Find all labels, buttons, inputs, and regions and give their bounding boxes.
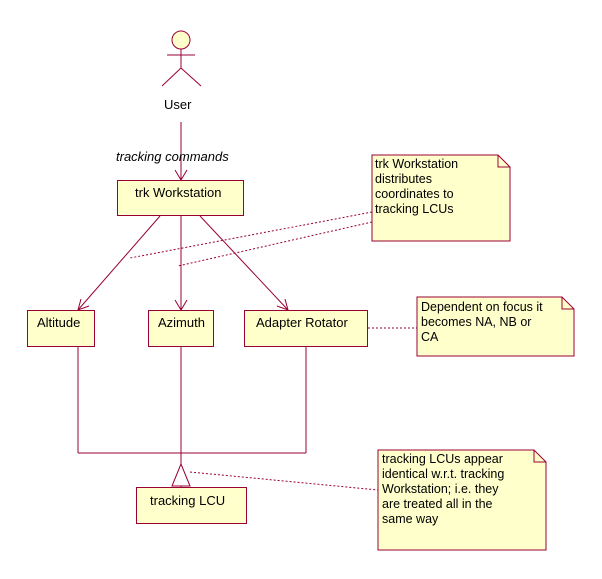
workstation-class-name: trk Workstation xyxy=(135,185,222,200)
altitude-class-name: Altitude xyxy=(37,315,81,330)
note-line: same way xyxy=(382,512,439,526)
generalization-lines xyxy=(77,347,307,487)
note-line: identical w.r.t. tracking xyxy=(382,467,505,481)
note-line: Workstation; i.e. they xyxy=(382,482,499,496)
note-focus: Dependent on focus it becomes NA, NB or … xyxy=(421,300,543,345)
note-line: tracking LCUs xyxy=(375,202,454,216)
note-shape-focus xyxy=(416,296,575,357)
adapter-rotator-class-name: Adapter Rotator xyxy=(256,315,348,330)
note-line: becomes NA, NB or xyxy=(421,315,532,329)
tracking-lcu-class-box[interactable]: tracking LCU xyxy=(136,487,247,524)
note-line: CA xyxy=(421,330,439,344)
note-shape-distributes xyxy=(371,154,511,242)
note-anchor-lines xyxy=(129,211,417,491)
note-identical: tracking LCUs appear identical w.r.t. tr… xyxy=(382,452,504,527)
note-line: distributes xyxy=(375,172,432,186)
tracking-lcu-class-name: tracking LCU xyxy=(150,493,226,508)
workstation-class-box[interactable]: trk Workstation xyxy=(117,180,244,216)
note-line: trk Workstation xyxy=(375,157,459,171)
note-distributes: trk Workstation distributes coordinates … xyxy=(375,157,458,217)
note-shape-identical xyxy=(377,449,547,551)
adapter-rotator-class-box[interactable]: Adapter Rotator xyxy=(244,310,368,347)
note-line: are treated all in the xyxy=(382,497,493,511)
altitude-class-box[interactable]: Altitude xyxy=(27,310,95,347)
user-actor-label: User xyxy=(164,97,192,112)
azimuth-class-box[interactable]: Azimuth xyxy=(148,310,214,347)
azimuth-class-name: Azimuth xyxy=(158,315,205,330)
note-line: coordinates to xyxy=(375,187,454,201)
workstation-to-azimuth-arrow xyxy=(174,216,188,311)
workstation-to-adapter-rotator-arrow xyxy=(199,215,289,311)
user-actor-figure xyxy=(161,30,202,87)
workstation-to-altitude-arrow xyxy=(77,215,161,311)
tracking-commands-label: tracking commands xyxy=(116,149,229,164)
note-line: Dependent on focus it xyxy=(421,300,543,314)
note-line: tracking LCUs appear xyxy=(382,452,503,466)
